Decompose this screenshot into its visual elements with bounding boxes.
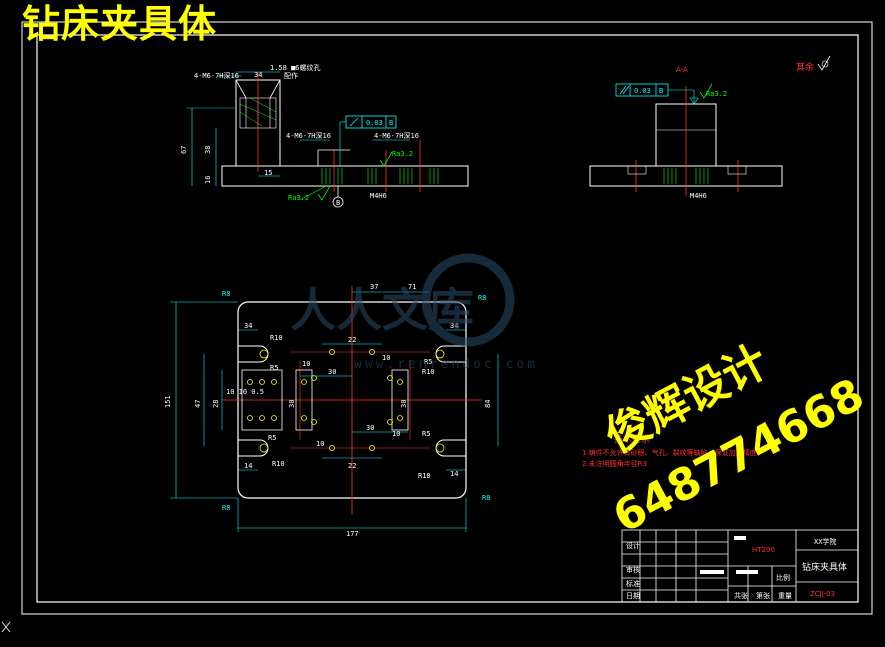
dim-47: 47 (194, 400, 202, 408)
dim-15: 15 (264, 169, 272, 177)
dim-177: 177 (346, 530, 359, 538)
flatness-datum: B (389, 119, 393, 127)
r5-d: R5 (422, 430, 430, 438)
corner-radius-1: R8 (222, 290, 230, 298)
r10-d: R10 (418, 472, 431, 480)
hole-callout: 4-M6-7H深16 (194, 71, 239, 80)
dim-10-c: 10 (392, 430, 400, 438)
other-label: 其余 (796, 61, 814, 73)
dim-151: 151 (164, 395, 172, 408)
row-label-2: 审核 (626, 565, 640, 574)
dim-37: 37 (370, 283, 378, 291)
outer-frame (21, 21, 873, 615)
title-block-text: XX学院 HT200 钻床夹具体 ZCJJ-03 比例 设计 审核 标准 日期 … (626, 536, 847, 600)
dim-14-bl: 14 (244, 462, 252, 470)
r10-a: R10 (270, 334, 283, 342)
plan-view: R8 R8 R8 R8 37 71 22 10 10 30 30 10 22 1… (164, 283, 499, 538)
corner-radius-3: R8 (222, 504, 230, 512)
parallel-value: 0.03 (634, 87, 651, 95)
logo-text: 人人文库 (290, 283, 474, 337)
title-block (621, 529, 859, 603)
part-name: 钻床夹具体 (802, 561, 847, 573)
hole-callout-2: 4-M6-7H深16 (286, 131, 331, 140)
row-label-1: 设计 (626, 541, 640, 550)
dim-10-d: 10 (316, 440, 324, 448)
drawing-no: ZCJJ-03 (810, 590, 835, 598)
col-label-1: 共张 (734, 591, 748, 600)
notes-line-1: 1.铸件不允许有砂眼、气孔、裂纹等缺陷，保证加工精度 (582, 448, 757, 457)
dim-30-b: 30 (366, 424, 374, 432)
top-right-section-view: A-A 0.03 B Ra3.2 其余 M4H6 (589, 55, 831, 200)
section-label: A-A (676, 66, 688, 74)
parallel-datum: B (659, 87, 663, 95)
col-label-3: 重量 (778, 592, 792, 600)
top-left-section-view: 4-M6-7H深16 1.58 ■6螺纹孔 配作 34 67 38 16 15 … (180, 63, 469, 208)
notes-heading: 技术要求 (614, 433, 650, 445)
notes-line-2: 2.未注明圆角半径R3 (582, 459, 647, 468)
r5-a: R5 (270, 364, 278, 372)
r10-c: R10 (272, 460, 285, 468)
hole-label: 10 10 0.5 (226, 388, 264, 396)
dim-67: 67 (180, 146, 188, 154)
logo-ring-icon (421, 253, 515, 347)
dim-22-bottom: 22 (348, 462, 356, 470)
datum-letter: B (336, 199, 340, 207)
dim-30-a: 30 (328, 368, 336, 376)
technical-notes: 技术要求 1.铸件不允许有砂眼、气孔、裂纹等缺陷，保证加工精度 2.未注明圆角半… (582, 433, 757, 468)
school: XX学院 (814, 537, 836, 546)
dim-10-b: 10 (382, 354, 390, 362)
dim-14-br: 14 (450, 470, 458, 478)
hatch-label: M4H6 (370, 192, 387, 200)
dim-34-tr: 34 (450, 322, 458, 330)
corner-radius-4: R8 (482, 494, 490, 502)
inner-frame (36, 34, 859, 603)
corner-radius-2: R8 (478, 294, 486, 302)
dim-16: 16 (204, 176, 212, 184)
roughness-2: Ra3.2 (288, 194, 309, 202)
r5-c: R5 (268, 434, 276, 442)
roughness-icon (699, 83, 713, 99)
dim-34: 34 (254, 71, 262, 79)
drawing-title: 钻床夹具体 (22, 2, 218, 46)
ucs-axis-icon (1, 621, 11, 633)
roughness-icon (317, 185, 331, 201)
r5-b: R5 (424, 358, 432, 366)
row-label-4: 日期 (626, 592, 640, 600)
hole-callout-3: 4-M6-7H深16 (374, 131, 419, 140)
dim-30-d: 30 (400, 400, 408, 408)
flatness-value: 0.03 (366, 119, 383, 127)
dim-84: 84 (484, 400, 492, 408)
dim-28: 28 (212, 400, 220, 408)
watermark-logo: 人人文库 www.renrendoc.com (290, 253, 538, 372)
r10-b: R10 (422, 368, 435, 376)
scale-label: 比例 (776, 573, 790, 582)
material: HT200 (752, 546, 775, 554)
roughness-1: Ra3.2 (392, 150, 413, 158)
dim-10-a: 10 (302, 360, 310, 368)
note2: 配作 (284, 71, 298, 80)
roughness-icon (379, 151, 393, 167)
dim-30-c: 30 (288, 400, 296, 408)
dim-38: 38 (204, 146, 212, 154)
roughness-other-icon (817, 55, 831, 71)
dim-22-top: 22 (348, 336, 356, 344)
hatch-label: M4H6 (690, 192, 707, 200)
col-label-2: 第张 (756, 591, 770, 600)
datum-triangle-icon (689, 97, 699, 105)
logo-url: www.renrendoc.com (354, 357, 538, 372)
row-label-3: 标准 (626, 579, 640, 588)
roughness: Ra3.2 (706, 90, 727, 98)
dim-34-tl: 34 (244, 322, 252, 330)
dim-71: 71 (408, 283, 416, 291)
tolerance-note: 1.58 ■6螺纹孔 (270, 63, 321, 72)
